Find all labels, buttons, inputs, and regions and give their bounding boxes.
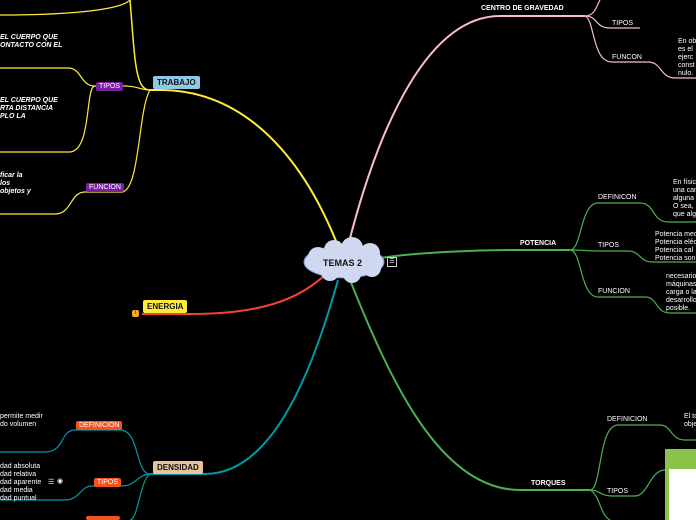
potencia-funcion-label[interactable]: FUNCION bbox=[598, 288, 630, 296]
topic-densidad[interactable]: DENSIDAD bbox=[153, 461, 203, 474]
densidad-extra-tag[interactable] bbox=[86, 516, 120, 520]
torques-definicion-label[interactable]: DEFINICION bbox=[607, 416, 647, 424]
torques-image-content bbox=[669, 469, 696, 520]
torques-definicion-text: El toobje bbox=[684, 413, 696, 429]
menu-icon[interactable]: ☰ bbox=[387, 257, 397, 267]
topic-centro-gravedad[interactable]: CENTRO DE GRAVEDAD bbox=[481, 5, 564, 13]
centro-funcion-label[interactable]: FUNCON bbox=[612, 54, 642, 62]
densidad-definicion-tag[interactable]: DEFINICION bbox=[76, 421, 122, 430]
central-topic[interactable]: TEMAS 2 bbox=[323, 258, 362, 268]
centro-tipos-label[interactable]: TIPOS bbox=[612, 20, 633, 28]
topic-potencia[interactable]: POTENCIA bbox=[520, 240, 556, 248]
topic-trabajo[interactable]: TRABAJO bbox=[153, 76, 200, 89]
trabajo-tipos-tag[interactable]: TIPOS bbox=[96, 82, 123, 91]
potencia-definicion-label[interactable]: DEFINICON bbox=[598, 194, 637, 202]
torques-tipos-label[interactable]: TIPOS bbox=[607, 488, 628, 496]
topic-energia[interactable]: ENERGIA bbox=[143, 300, 187, 313]
topic-torques[interactable]: TORQUES bbox=[531, 480, 566, 488]
info-badge-icon[interactable]: i bbox=[132, 310, 139, 317]
trabajo-funcion-tag[interactable]: FUNCION bbox=[86, 183, 124, 192]
list-icon[interactable]: ☰ bbox=[48, 478, 54, 486]
globe-icon[interactable]: ◉ bbox=[57, 477, 63, 485]
potencia-tipos-label[interactable]: TIPOS bbox=[598, 242, 619, 250]
torques-image-thumbnail[interactable] bbox=[665, 449, 696, 520]
densidad-tipos-tag[interactable]: TIPOS bbox=[94, 478, 121, 487]
